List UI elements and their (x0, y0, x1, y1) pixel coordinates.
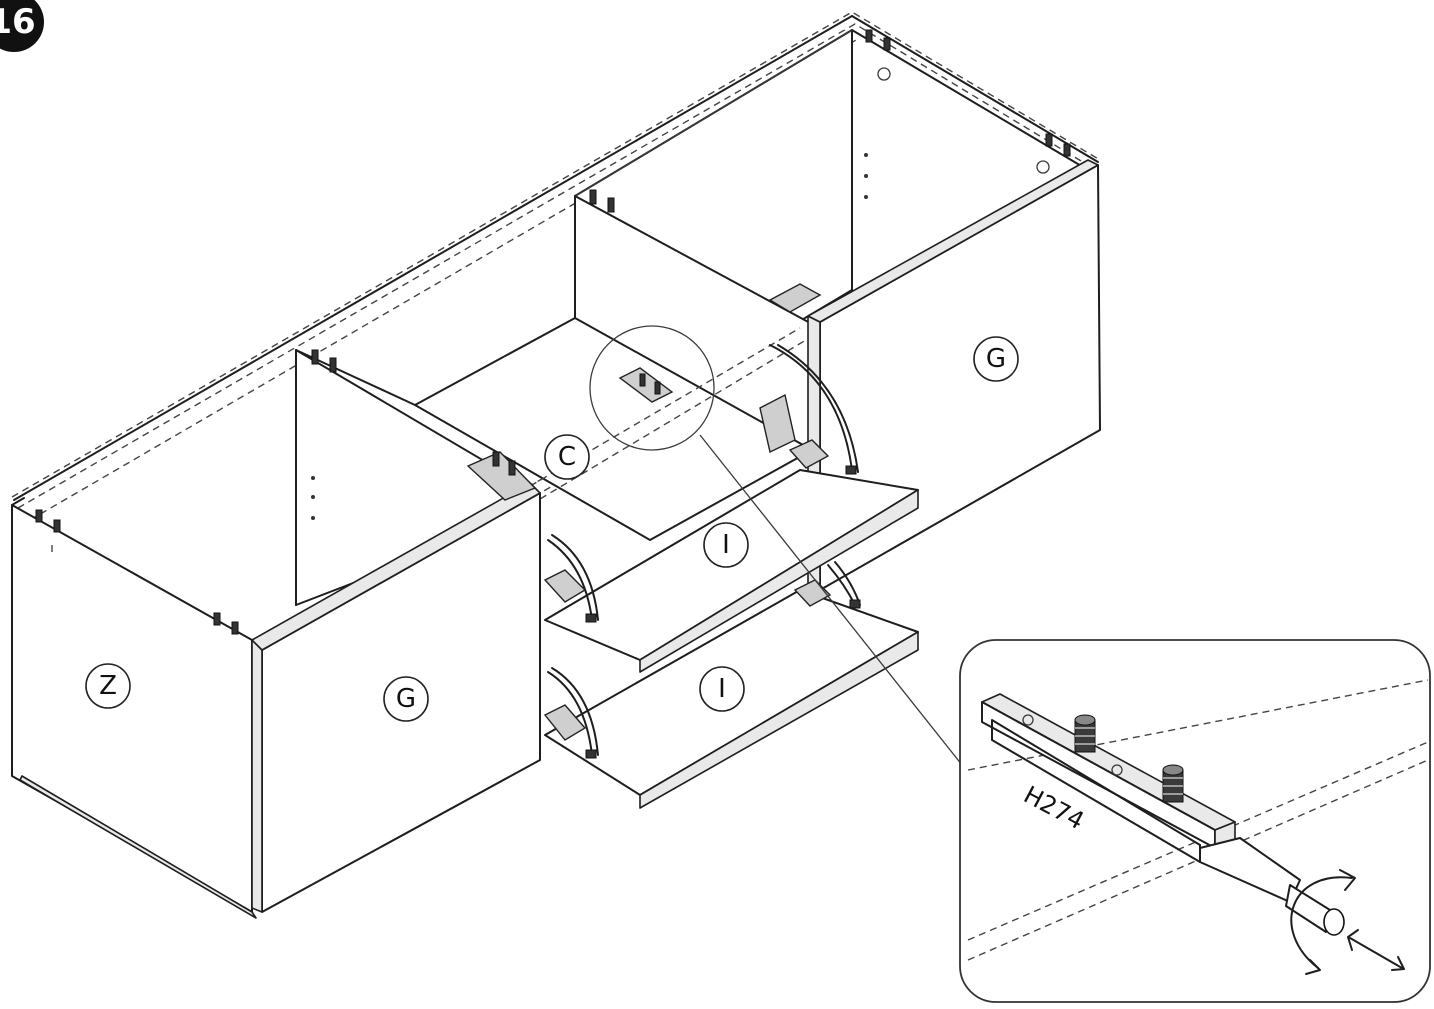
label-z-text: Z (99, 671, 117, 701)
label-c-text: C (558, 442, 576, 472)
threaded-pin-2 (1162, 764, 1184, 803)
label-i-lower-text: I (718, 674, 726, 704)
rotate-arrow-icon (1290, 869, 1356, 975)
hinge-fittings (35, 29, 1071, 759)
label-g-left-text: G (396, 684, 416, 714)
flap-stays (547, 344, 861, 756)
step-badge: 16 (0, 0, 44, 52)
rail-fitting (981, 693, 1345, 936)
label-i-upper: I (703, 522, 749, 568)
label-z: Z (85, 663, 131, 709)
label-g-right: G (973, 336, 1019, 382)
detail-inset: H274 (959, 639, 1431, 1003)
magnifier-callout (589, 325, 967, 771)
push-pull-arrow-icon (1347, 929, 1405, 971)
label-i-upper-text: I (722, 530, 730, 560)
step-number: 16 (0, 2, 36, 42)
side-panel-left (11, 497, 257, 919)
threaded-pin-1 (1074, 714, 1096, 753)
label-i-lower: I (699, 666, 745, 712)
label-g-right-text: G (986, 344, 1006, 374)
label-g-left: G (383, 676, 429, 722)
label-c: C (544, 434, 590, 480)
